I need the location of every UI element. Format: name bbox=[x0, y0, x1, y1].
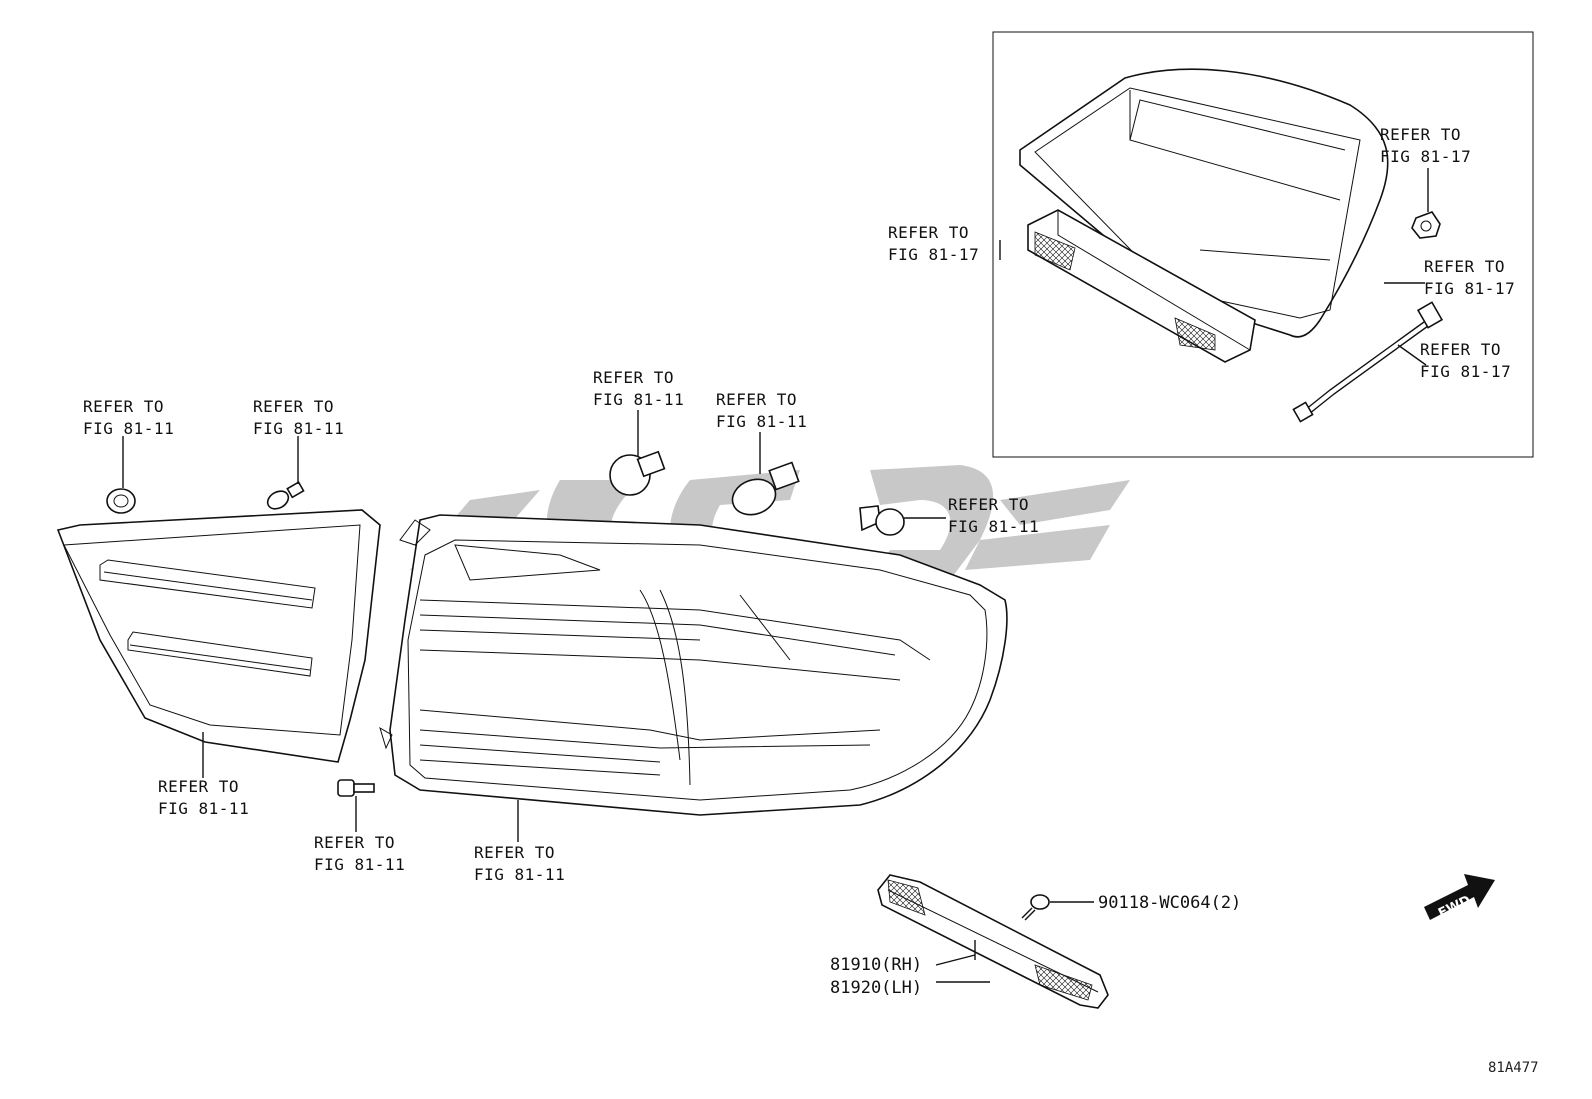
label-fig-inset-housing: FIG 81-17 bbox=[1424, 279, 1515, 298]
bolt-icon bbox=[337, 779, 375, 832]
high-mount-stop-lamp bbox=[1019, 68, 1389, 338]
label-fig-bolt: FIG 81-11 bbox=[314, 855, 405, 874]
label-refer-small-bulb: REFER TO bbox=[253, 397, 334, 416]
label-fig-inset-harness: FIG 81-17 bbox=[1420, 362, 1511, 381]
inset-frame bbox=[992, 31, 1534, 458]
label-part-rh: 81910(RH) bbox=[830, 955, 922, 975]
label-fig-inset-clip: FIG 81-17 bbox=[1380, 147, 1471, 166]
label-refer-inset-housing: REFER TO bbox=[1424, 257, 1505, 276]
rear-reflector bbox=[877, 874, 1109, 1009]
label-refer-wedge-large: REFER TO bbox=[716, 390, 797, 409]
socket-icon bbox=[859, 505, 946, 536]
inner-tail-lamp bbox=[56, 509, 381, 763]
label-refer-inset-clip: REFER TO bbox=[1380, 125, 1461, 144]
label-refer-bolt: REFER TO bbox=[314, 833, 395, 852]
screw-icon bbox=[1021, 894, 1094, 921]
label-refer-grommet: REFER TO bbox=[83, 397, 164, 416]
label-part-lh: 81920(LH) bbox=[830, 978, 922, 998]
outer-tail-lamp bbox=[379, 514, 1008, 816]
label-refer-inset-harness: REFER TO bbox=[1420, 340, 1501, 359]
clip-icon bbox=[1411, 168, 1441, 239]
label-fig-wedge-large: FIG 81-11 bbox=[716, 412, 807, 431]
wedge-bulb-small-icon bbox=[266, 436, 305, 510]
label-refer-socket: REFER TO bbox=[948, 495, 1029, 514]
wedge-bulb-large-icon bbox=[731, 432, 800, 516]
label-fig-socket: FIG 81-11 bbox=[948, 517, 1039, 536]
label-fig-grommet: FIG 81-11 bbox=[83, 419, 174, 438]
label-refer-inner-lamp: REFER TO bbox=[158, 777, 239, 796]
label-refer-outer-lamp: REFER TO bbox=[474, 843, 555, 862]
stop-lamp-lens bbox=[1027, 209, 1256, 363]
figure-code: 81A477 bbox=[1488, 1060, 1539, 1076]
fwd-arrow-icon: FWD bbox=[1424, 874, 1495, 921]
label-fig-small-bulb: FIG 81-11 bbox=[253, 419, 344, 438]
label-fig-inset-left: FIG 81-17 bbox=[888, 245, 979, 264]
label-refer-bulb-single: REFER TO bbox=[593, 368, 674, 387]
bulb-single-icon bbox=[609, 410, 666, 496]
grommet-icon bbox=[106, 436, 136, 514]
label-part-screw: 90118-WC064(2) bbox=[1098, 893, 1241, 913]
label-fig-inner-lamp: FIG 81-11 bbox=[158, 799, 249, 818]
label-fig-outer-lamp: FIG 81-11 bbox=[474, 865, 565, 884]
label-fig-bulb-single: FIG 81-11 bbox=[593, 390, 684, 409]
label-refer-inset-left: REFER TO bbox=[888, 223, 969, 242]
wire-harness bbox=[1292, 301, 1444, 423]
